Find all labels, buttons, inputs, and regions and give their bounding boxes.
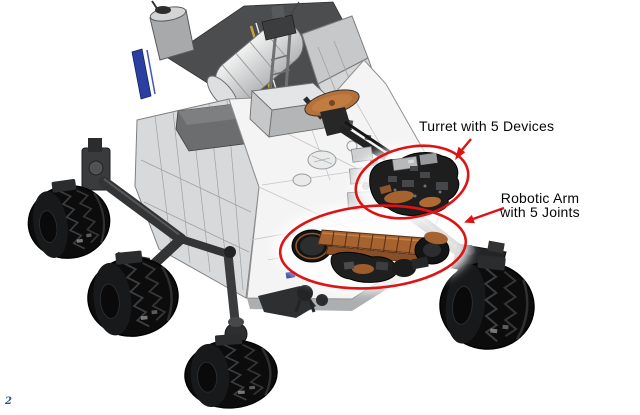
turret-callout-arrow <box>460 138 472 152</box>
turret-callout-label: Turret with 5 Devices <box>419 118 555 134</box>
turret-arrowhead-icon <box>455 146 466 160</box>
callout-arrowheads <box>455 146 475 224</box>
arm-arrowhead-icon <box>464 214 475 224</box>
camera-mast <box>261 1 300 93</box>
arm-callout-arrow <box>472 206 505 221</box>
arm-callout-label-line2: with 5 Joints <box>500 203 580 220</box>
arm-callout-label: Robotic Arm with 5 Joints <box>492 190 588 220</box>
page-corner-mark: 2 <box>5 396 12 407</box>
underbody-mechanisms <box>258 271 328 318</box>
blue-strut <box>131 48 156 100</box>
wheel-left-mid <box>82 245 184 342</box>
arm-callout-label-line1: Robotic Arm <box>500 190 580 206</box>
callouts <box>278 138 505 290</box>
arm-callout-ellipse <box>278 204 468 290</box>
wheel-left-front <box>181 330 281 413</box>
turret-callout-ellipse <box>354 144 470 220</box>
turret-group <box>369 152 460 216</box>
mast-canister <box>149 0 195 61</box>
robotic-arm-group <box>291 229 450 283</box>
